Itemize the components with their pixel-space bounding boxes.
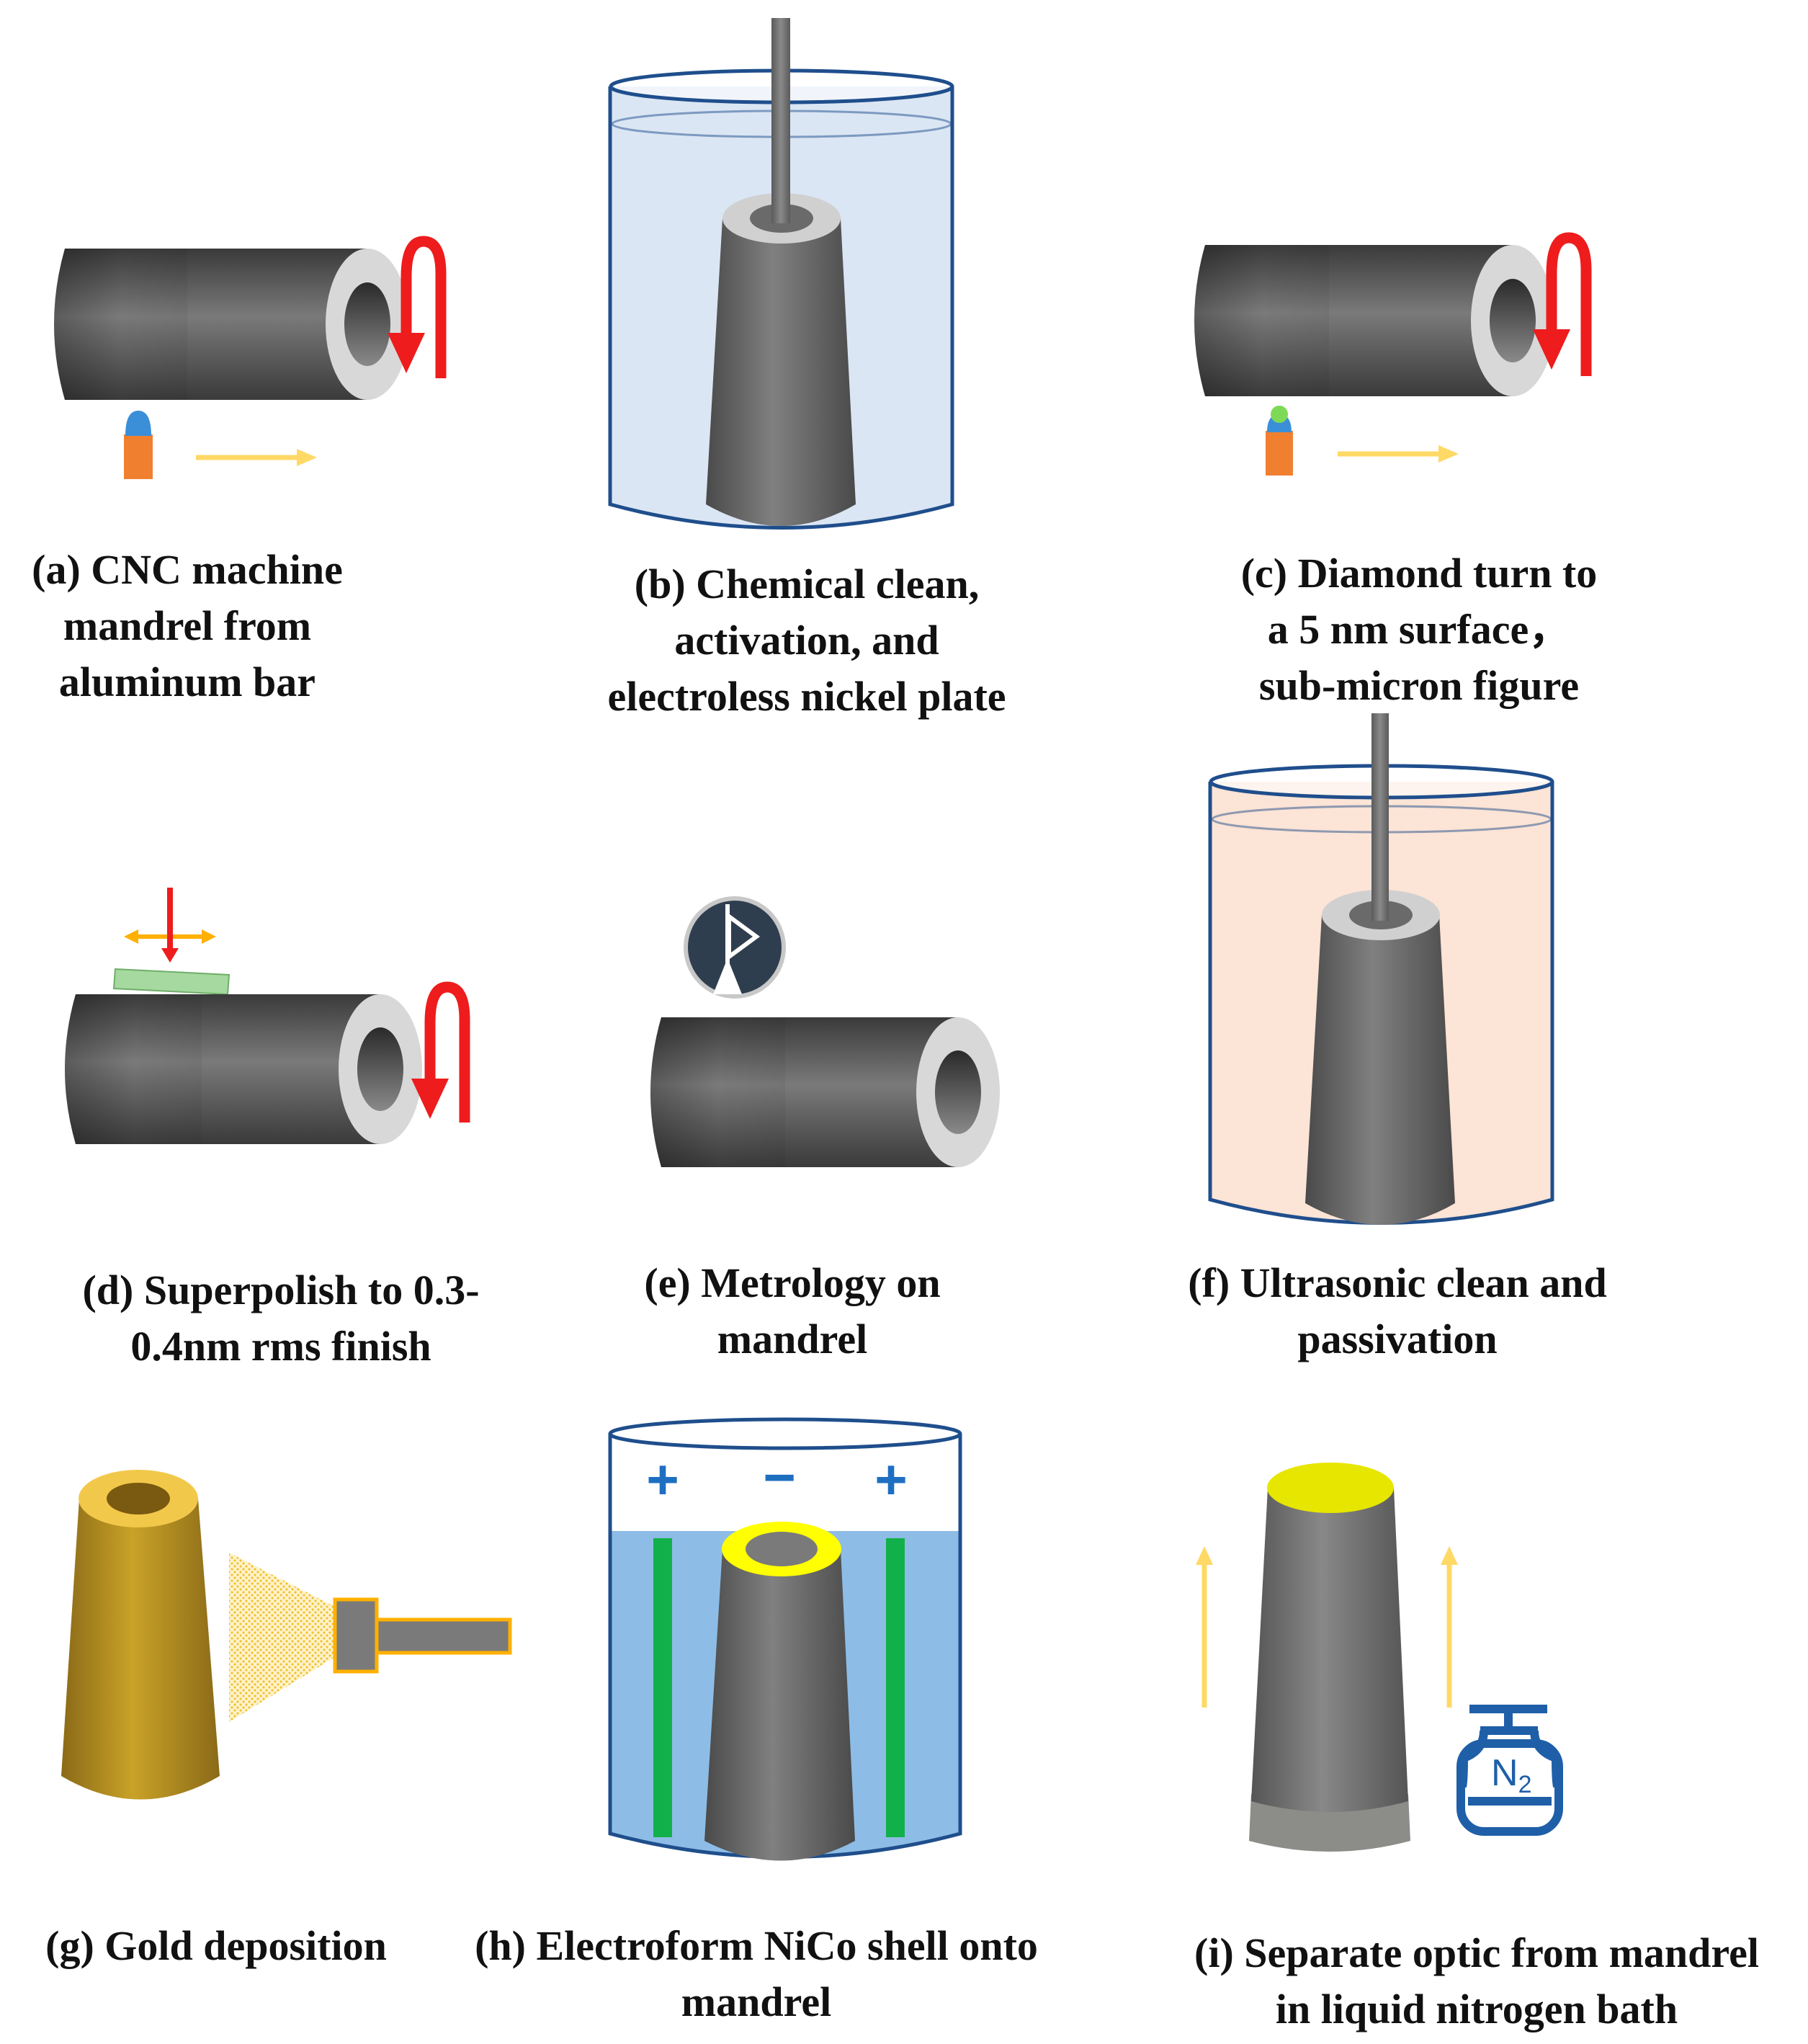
caption-d: (d) Superpolish to 0.3- 0.4nm rms finish <box>36 1262 526 1375</box>
caption-line: aluminum bar <box>58 659 316 705</box>
polishing-pad-icon <box>112 968 231 996</box>
caption-f: (f) Ultrasonic clean and passivation <box>1145 1255 1650 1367</box>
hanger-rod <box>1371 713 1389 921</box>
mandrel <box>704 1549 855 1861</box>
caption-h: (h) Electroform NiCo shell onto mandrel <box>432 1918 1080 2030</box>
caption-line: 0.4nm rms finish <box>130 1323 431 1370</box>
mandrel-bore <box>935 1050 981 1134</box>
electrode-sign-left: + <box>646 1447 679 1511</box>
mandrel-bore <box>357 1027 403 1111</box>
panel-f <box>1208 713 1554 1225</box>
gold-coated-mandrel <box>61 1499 220 1800</box>
nitrogen-tank-icon <box>1456 1705 1563 1836</box>
panel-e <box>650 896 1000 1167</box>
panel-a <box>54 236 447 479</box>
feed-arrow-icon <box>1338 445 1459 463</box>
mandrel <box>1305 915 1455 1225</box>
mandrel <box>706 218 856 526</box>
rotation-arrow-icon <box>411 981 470 1123</box>
electrode-sign-right: + <box>874 1447 908 1511</box>
caption-line: mandrel from <box>63 602 312 649</box>
metrology-probe-icon <box>684 896 786 999</box>
cutting-tool-icon <box>124 411 153 479</box>
polish-arrows-icon <box>124 888 216 963</box>
lift-arrow-icon <box>1196 1546 1458 1708</box>
cutting-tool-icon <box>1266 406 1293 476</box>
caption-c: (c) Diamond turn to a 5 nm surface， sub-… <box>1167 545 1671 714</box>
electrode-icon <box>653 1538 905 1837</box>
panel-b <box>608 18 954 530</box>
caption-line: in liquid nitrogen bath <box>1275 1986 1678 2032</box>
caption-e: (e) Metrology on mandrel <box>591 1255 994 1367</box>
rotation-arrow-icon <box>388 236 447 378</box>
nitrogen-label: N2 <box>1491 1752 1531 1798</box>
panel-d <box>65 888 470 1144</box>
caption-line: sub-micron figure <box>1258 662 1580 709</box>
caption-line: (e) Metrology on <box>644 1259 941 1306</box>
caption-g: (g) Gold deposition <box>14 1918 418 1974</box>
caption-line: (d) Superpolish to 0.3- <box>82 1267 480 1313</box>
panel-i: N2 <box>1196 1463 1563 1852</box>
caption-a: (a) CNC machine mandrel from aluminum ba… <box>0 542 375 710</box>
caption-line: electroless nickel plate <box>607 673 1006 720</box>
mandrel-bore <box>1490 279 1536 362</box>
caption-line: a 5 nm surface， <box>1267 606 1571 653</box>
electrode-sign-center: − <box>763 1445 796 1509</box>
caption-line: passivation <box>1297 1316 1498 1362</box>
panel-h: + − + <box>608 1417 962 1861</box>
caption-line: activation, and <box>674 617 939 664</box>
mandrel-bore <box>344 282 390 366</box>
caption-i: (i) Separate optic from mandrel in liqui… <box>1153 1925 1801 2038</box>
caption-line: (i) Separate optic from mandrel <box>1194 1929 1759 1976</box>
optic-shell <box>1251 1488 1408 1812</box>
hanger-rod <box>771 18 790 223</box>
feed-arrow-icon <box>196 449 317 466</box>
caption-line: mandrel <box>681 1978 832 2025</box>
rotation-arrow-icon <box>1533 232 1592 376</box>
caption-line: (h) Electroform NiCo shell onto <box>475 1922 1038 1969</box>
caption-line: (g) Gold deposition <box>45 1922 387 1969</box>
panel-g <box>61 1470 512 1800</box>
sputter-plume <box>229 1553 335 1722</box>
caption-b: (b) Chemical clean, activation, and elec… <box>555 556 1059 725</box>
caption-line: (a) CNC machine <box>32 546 343 593</box>
caption-line: (c) Diamond turn to <box>1240 550 1598 597</box>
caption-line: (b) Chemical clean, <box>634 561 980 607</box>
optic-rim <box>1267 1463 1394 1513</box>
caption-line: mandrel <box>717 1316 868 1362</box>
panel-c <box>1194 232 1592 476</box>
sputter-gun-icon <box>333 1597 512 1674</box>
caption-line: (f) Ultrasonic clean and <box>1188 1259 1607 1306</box>
